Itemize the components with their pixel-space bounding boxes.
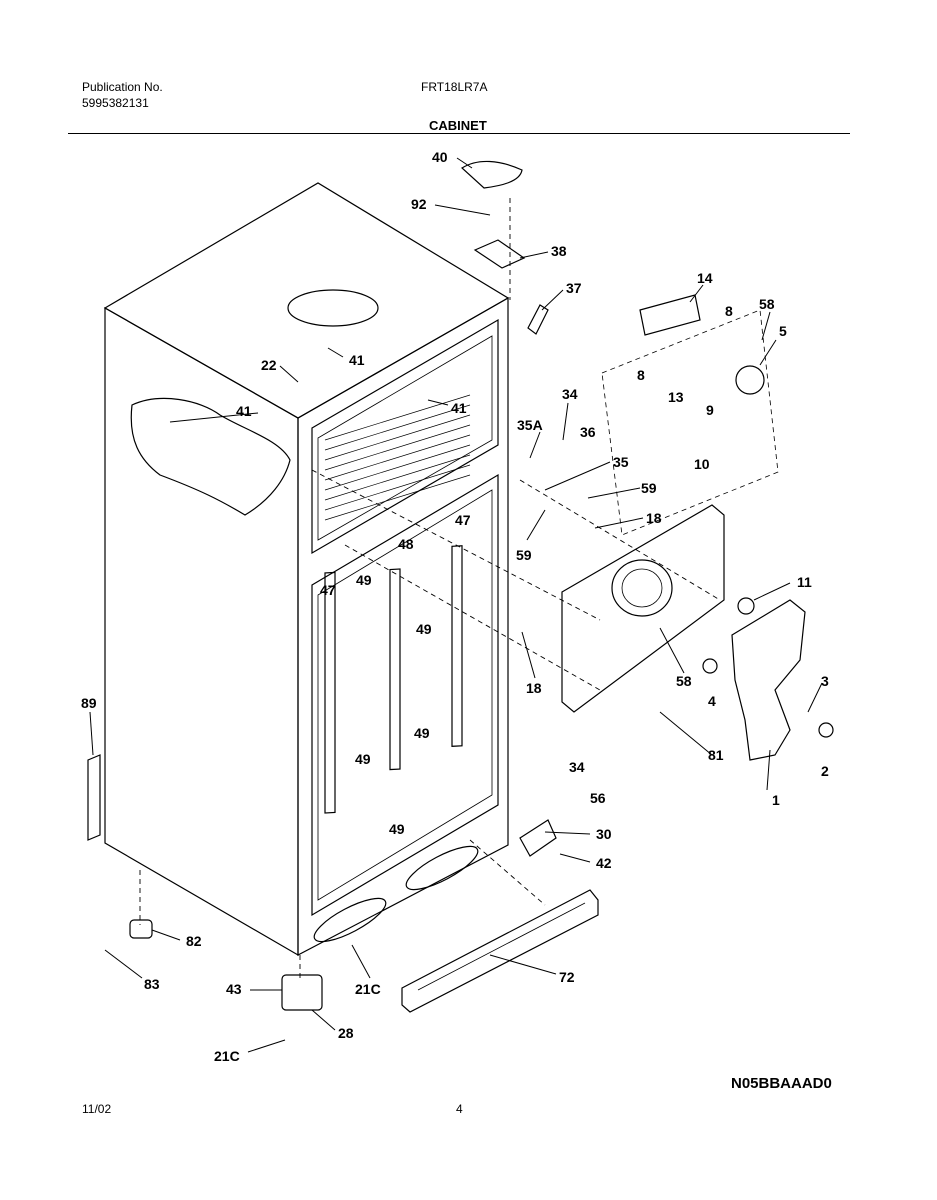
part-72-toe-grille: [401, 889, 599, 1013]
callout-5: 5: [779, 323, 787, 339]
cabinet-front: [297, 296, 509, 956]
callout-47-left: 47: [320, 582, 336, 598]
part-5-fan-blade: [735, 365, 765, 395]
rail-center: [389, 568, 401, 771]
part-4-knob: [702, 658, 718, 674]
header-rule: [68, 133, 850, 134]
callout-34-upper: 34: [562, 386, 578, 402]
callout-49-left: 49: [355, 751, 371, 767]
callout-37: 37: [566, 280, 582, 296]
side-cutout: [130, 397, 291, 516]
callout-3: 3: [821, 673, 829, 689]
callout-8-lower: 8: [637, 367, 645, 383]
callout-83: 83: [144, 976, 160, 992]
callout-49-mid: 49: [416, 621, 432, 637]
callout-43: 43: [226, 981, 242, 997]
callout-82: 82: [186, 933, 202, 949]
callout-18-lower: 18: [526, 680, 542, 696]
footer-date: 11/02: [82, 1102, 112, 1116]
callout-21C-upper: 21C: [355, 981, 381, 997]
front-vent-right: [405, 845, 479, 891]
callout-41-side: 41: [236, 403, 252, 419]
callout-49-bottom: 49: [389, 821, 405, 837]
callout-13: 13: [668, 389, 684, 405]
callout-30: 30: [596, 826, 612, 842]
part-11-lamp: [737, 597, 755, 615]
part-10-evaporator-cover: [561, 504, 725, 713]
callout-22: 22: [261, 357, 277, 373]
cabinet-drawing: [87, 160, 834, 1013]
callout-labels: 40 92 38 37 14 8 58 5 8 13 9 22 41 41 41…: [81, 149, 829, 1064]
callout-49-top: 49: [356, 572, 372, 588]
part-82-roller: [129, 919, 153, 939]
part-89-panel: [87, 754, 101, 841]
callout-81: 81: [708, 747, 724, 763]
callout-42: 42: [596, 855, 612, 871]
part-30-bracket: [519, 819, 557, 857]
callout-89: 89: [81, 695, 97, 711]
leader-lines: [89, 157, 823, 1053]
callout-48: 48: [398, 536, 414, 552]
callout-58-upper: 58: [759, 296, 775, 312]
callout-59-lower: 59: [516, 547, 532, 563]
freezer-opening: [311, 318, 499, 555]
callout-56: 56: [590, 790, 606, 806]
callout-47-right: 47: [455, 512, 471, 528]
model-number: FRT18LR7A: [421, 80, 488, 94]
callout-92: 92: [411, 196, 427, 212]
callout-9: 9: [706, 402, 714, 418]
callout-34-lower: 34: [569, 759, 585, 775]
rail-left: [324, 571, 336, 814]
part-1-control-housing: [731, 599, 806, 761]
callout-59-upper: 59: [641, 480, 657, 496]
part-28-roller-bracket: [281, 974, 323, 1011]
callout-8-upper: 8: [725, 303, 733, 319]
section-title: CABINET: [429, 118, 487, 133]
callout-10: 10: [694, 456, 710, 472]
callout-21C-lower: 21C: [214, 1048, 240, 1064]
image-code: N05BBAAAD0: [731, 1075, 832, 1092]
callout-58-lower: 58: [676, 673, 692, 689]
fan-assembly-boundary: [601, 309, 779, 536]
page-number: 4: [456, 1102, 463, 1116]
cover-fan-opening: [611, 559, 673, 617]
top-opening: [287, 289, 379, 327]
part-14-bracket: [639, 294, 701, 336]
callout-35: 35: [613, 454, 629, 470]
publication-label: Publication No.: [82, 80, 163, 94]
publication-number: 5995382131: [82, 96, 149, 110]
rail-right: [451, 545, 463, 747]
callout-4: 4: [708, 693, 716, 709]
callout-1: 1: [772, 792, 780, 808]
part-38-hinge: [473, 239, 526, 269]
callout-40: 40: [432, 149, 448, 165]
fresh-food-opening: [311, 473, 499, 917]
freezer-liner-ribs: [324, 394, 471, 521]
part-37: [527, 304, 549, 335]
callout-2: 2: [821, 763, 829, 779]
part-40-hinge-cover: [461, 160, 523, 189]
callout-35A: 35A: [517, 417, 543, 433]
assembly-lines: [139, 198, 721, 980]
front-vent-left: [313, 897, 387, 943]
callout-38: 38: [551, 243, 567, 259]
callout-11: 11: [797, 574, 812, 590]
callout-36: 36: [580, 424, 596, 440]
callout-72: 72: [559, 969, 575, 985]
callout-28: 28: [338, 1025, 354, 1041]
part-2-knob: [818, 722, 834, 738]
cabinet-top: [103, 182, 510, 419]
callout-14: 14: [697, 270, 713, 286]
callout-18-upper: 18: [646, 510, 662, 526]
callout-41-front: 41: [451, 400, 467, 416]
callout-41-top: 41: [349, 352, 365, 368]
callout-49-right: 49: [414, 725, 430, 741]
